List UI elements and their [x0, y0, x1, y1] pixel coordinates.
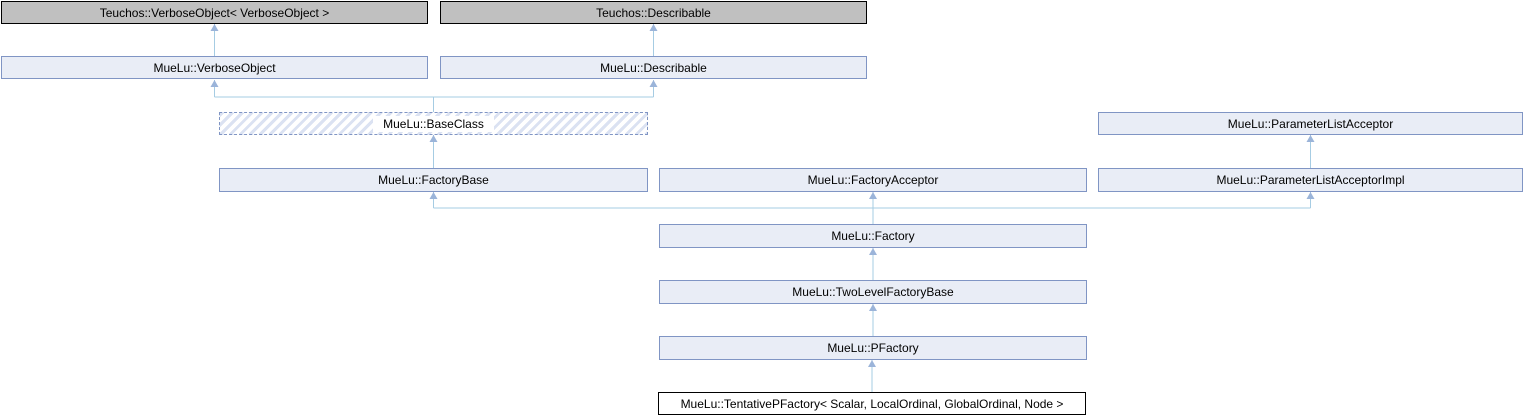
class-node-muelu-tentativepfactory: MueLu::TentativePFactory< Scalar, LocalO… — [658, 392, 1086, 415]
class-node-label: MueLu::FactoryAcceptor — [807, 173, 939, 187]
inheritance-edge-tentativepfactory-inherits-pfactory — [868, 360, 876, 392]
class-node-teuchos-describable: Teuchos::Describable — [440, 1, 867, 24]
class-node-muelu-factoryacceptor[interactable]: MueLu::FactoryAcceptor — [659, 168, 1087, 192]
inheritance-arrowhead-icon — [649, 80, 658, 87]
class-node-label: MueLu::TentativePFactory< Scalar, LocalO… — [680, 396, 1064, 411]
class-node-label: MueLu::Describable — [600, 60, 707, 75]
class-node-muelu-verboseobject[interactable]: MueLu::VerboseObject — [1, 56, 428, 79]
class-node-teuchos-verboseobject: Teuchos::VerboseObject< VerboseObject > — [1, 1, 428, 24]
class-node-label: Teuchos::Describable — [596, 5, 711, 20]
class-node-muelu-factorybase[interactable]: MueLu::FactoryBase — [219, 168, 648, 192]
class-node-label: MueLu::ParameterListAcceptor — [1227, 116, 1394, 131]
inheritance-arrowhead-icon — [210, 80, 219, 87]
inheritance-arrowhead-icon — [649, 24, 658, 31]
inheritance-edge-describable-inherits-teuchos-describable — [649, 24, 658, 56]
inheritance-edge-twolevelfactorybase-inherits-factory — [869, 248, 877, 280]
inheritance-edge-pfactory-inherits-twolevelfactorybase — [869, 304, 877, 336]
inheritance-arrowhead-icon — [1306, 135, 1315, 142]
inheritance-edge-baseclass-inherits-verboseobject-and-describable — [210, 80, 658, 112]
class-node-muelu-parameterlistacceptor[interactable]: MueLu::ParameterListAcceptor — [1098, 112, 1523, 135]
class-node-muelu-factory[interactable]: MueLu::Factory — [659, 224, 1087, 248]
inheritance-arrowhead-icon — [1306, 192, 1315, 199]
class-node-muelu-pfactory[interactable]: MueLu::PFactory — [659, 336, 1087, 360]
class-node-muelu-parameterlistacceptorimpl[interactable]: MueLu::ParameterListAcceptorImpl — [1098, 168, 1523, 192]
class-node-label: MueLu::PFactory — [827, 341, 919, 355]
class-node-muelu-describable[interactable]: MueLu::Describable — [440, 56, 867, 79]
inheritance-edge-factory-inherits-factorybase-factoryacceptor-parameterlistacceptorimpl — [429, 192, 1315, 224]
class-node-label: MueLu::ParameterListAcceptorImpl — [1216, 173, 1405, 187]
class-node-label: MueLu::Factory — [831, 229, 915, 243]
inheritance-arrowhead-icon — [869, 192, 877, 199]
class-node-label: Teuchos::VerboseObject< VerboseObject > — [99, 5, 330, 20]
inheritance-arrowhead-icon — [429, 192, 438, 199]
class-node-muelu-twolevelfactorybase[interactable]: MueLu::TwoLevelFactoryBase — [659, 280, 1087, 304]
class-node-label: MueLu::BaseClass — [373, 115, 494, 132]
class-node-label: MueLu::VerboseObject — [153, 60, 276, 75]
inheritance-arrowhead-icon — [868, 360, 876, 367]
class-node-muelu-baseclass[interactable]: MueLu::BaseClass — [219, 112, 648, 135]
inheritance-edge-parameterlistacceptorimpl-inherits-parameterlistacceptor — [1306, 135, 1315, 168]
class-node-label: MueLu::FactoryBase — [378, 173, 489, 187]
inheritance-arrowhead-icon — [869, 304, 877, 311]
class-node-label: MueLu::TwoLevelFactoryBase — [792, 285, 954, 299]
inheritance-arrowhead-icon — [210, 24, 219, 31]
inheritance-arrowhead-icon — [869, 248, 877, 255]
inheritance-edge-verboseobject-inherits-teuchos-verboseobject — [210, 24, 219, 56]
inheritance-arrowhead-icon — [429, 135, 438, 142]
inheritance-edge-factorybase-inherits-baseclass — [429, 135, 438, 168]
